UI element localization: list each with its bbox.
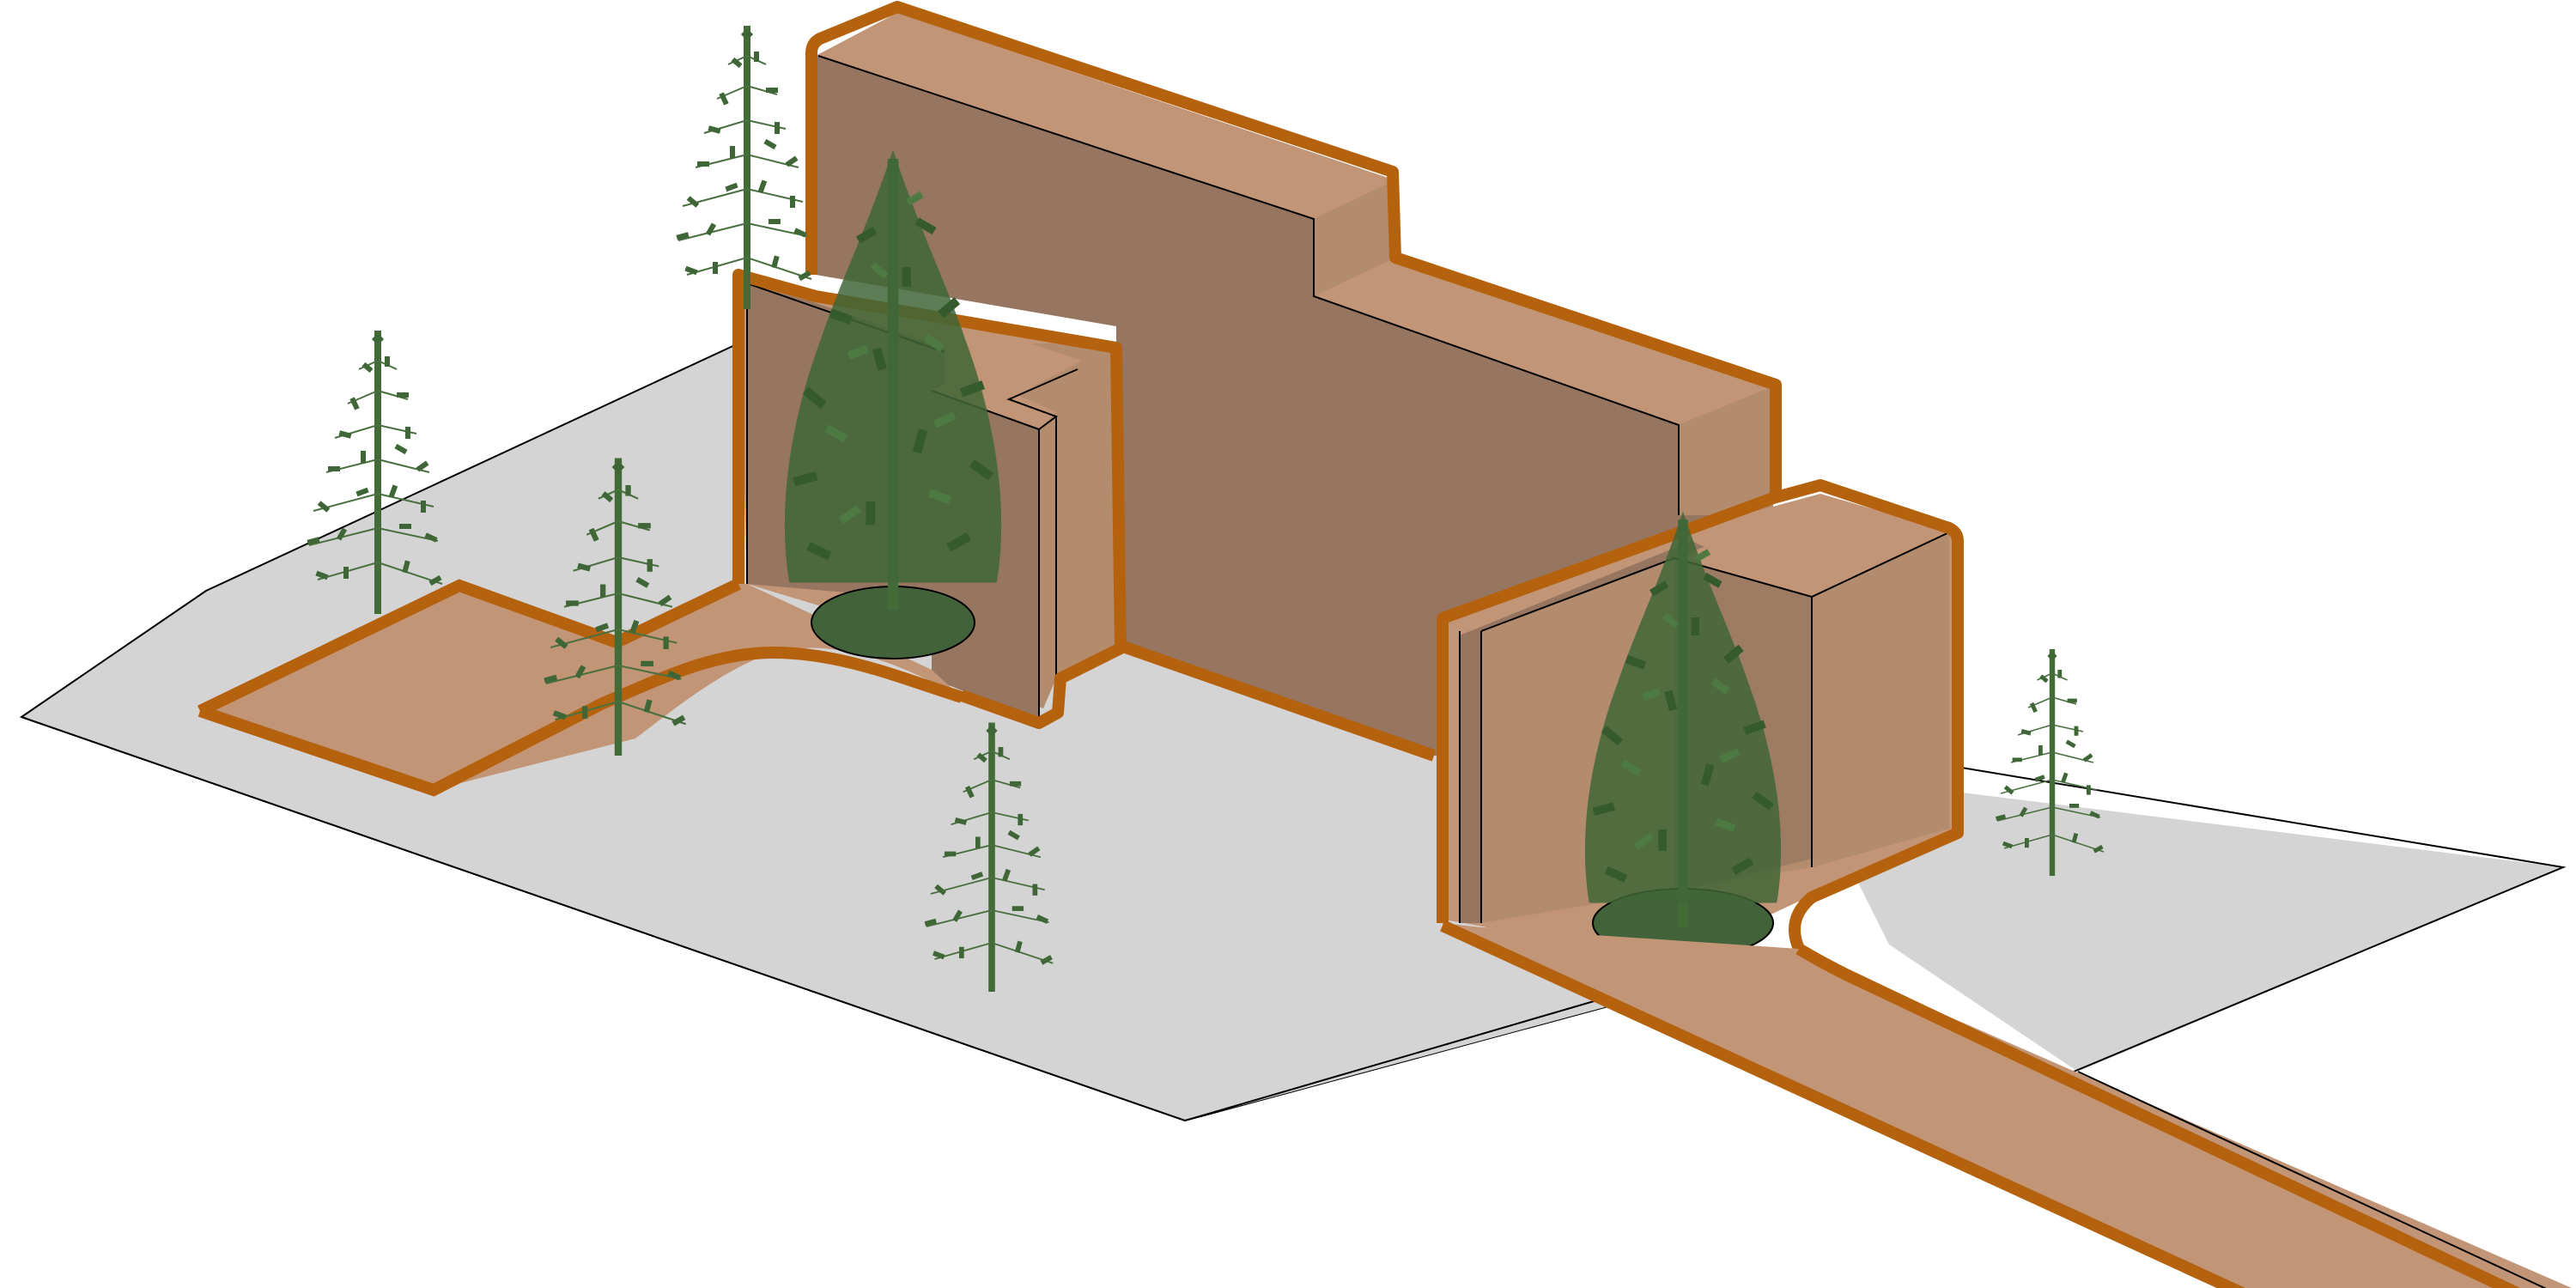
- right-paved-walkway: [1440, 920, 2572, 1288]
- left-paved-terrace: [197, 578, 975, 797]
- main-wall: [805, 1, 1782, 762]
- tree-2: [676, 26, 811, 309]
